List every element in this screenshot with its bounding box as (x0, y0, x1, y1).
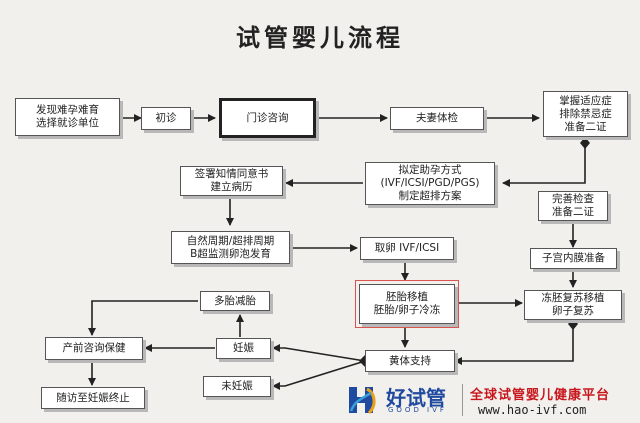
arrow-luteal-pregnant (272, 344, 366, 362)
node-couple-exam: 夫妻体检 (390, 107, 484, 130)
page-title: 试管婴儿流程 (236, 24, 404, 52)
arrow-thaw-luteal (454, 324, 574, 365)
brand-logo (349, 387, 376, 415)
node-discover: 发现难孕难育 选择就诊单位 (15, 98, 120, 136)
node-indications: 掌握适应症 排除禁忌症 准备二证 (543, 91, 628, 137)
node-not-pregnant: 未妊娠 (203, 376, 271, 397)
node-pregnant: 妊娠 (216, 338, 271, 359)
node-prenatal: 产前咨询保健 (45, 337, 143, 360)
node-endometrium: 子宫内膜准备 (530, 248, 617, 269)
decision-diamond (568, 318, 578, 330)
site-name: 全球试管婴儿健康平台 (470, 388, 611, 403)
node-followup: 随访至妊娠终止 (41, 387, 145, 409)
arrow-reduction-prenatal (88, 300, 198, 336)
node-retrieval: 取卵 IVF/ICSI (360, 237, 454, 260)
node-cycle: 自然周期/超排周期 B超监测卵泡发育 (171, 231, 290, 264)
node-plan: 拟定助孕方式 (IVF/ICSI/PGD/PGS) 制定超排方案 (365, 162, 495, 205)
node-luteal: 黄体支持 (365, 350, 455, 372)
node-consent: 签署知情同意书 建立病历 (180, 166, 283, 196)
node-reduction: 多胎减胎 (200, 291, 270, 311)
decision-diamond (580, 137, 590, 149)
node-outpatient: 门诊咨询 (219, 98, 316, 138)
brand-name: 好试管 (386, 386, 446, 410)
node-transfer: 胚胎移植 胚胎/卵子冷冻 (355, 280, 459, 328)
node-first-visit: 初诊 (141, 107, 191, 130)
arrow-luteal-notpregnant (272, 360, 366, 390)
arrow-indications-plan (502, 143, 586, 187)
site-url[interactable]: www.hao-ivf.com (478, 403, 587, 417)
brand-subtitle: GOOD IVF (388, 406, 447, 414)
brand-divider (462, 384, 463, 416)
node-complete-exam: 完善检查 准备二证 (538, 191, 608, 221)
node-thaw-transfer: 冻胚复苏移植 卵子复苏 (524, 290, 622, 320)
